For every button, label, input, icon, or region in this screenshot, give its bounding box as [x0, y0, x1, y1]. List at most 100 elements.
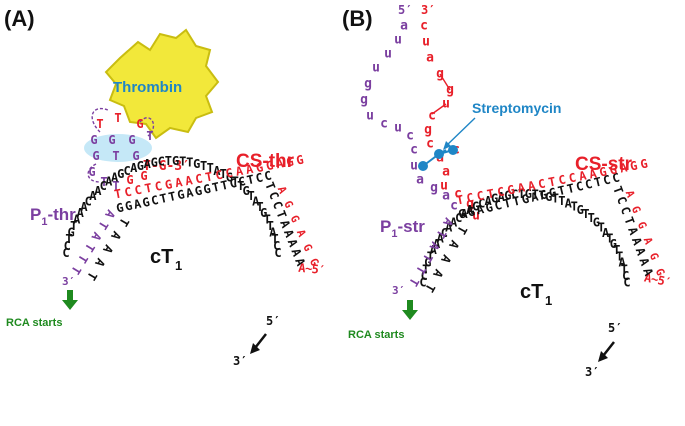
base-topB-12: T: [566, 181, 576, 196]
base-topA-3: ′: [318, 263, 327, 278]
base-topB-4: G: [647, 251, 662, 262]
base-topA-5: G: [164, 177, 174, 192]
base-circleB-37: G: [610, 237, 617, 251]
base-topA-18: G: [295, 152, 305, 167]
streptomycin-label: Streptomycin: [472, 100, 561, 116]
base-circleB-18: A: [498, 190, 506, 204]
base-circleA-18: A: [144, 157, 152, 171]
base-topB-6: A: [633, 246, 649, 258]
aptamer-b-purple-12: a: [416, 173, 424, 188]
base-topA-4: C: [150, 193, 160, 208]
base-circleA-35: A: [252, 194, 260, 208]
streptomycin-pointer-head: [443, 141, 451, 150]
base-circleA-40: A: [269, 225, 277, 239]
base-primerA-4: T: [84, 269, 100, 282]
primer-3prime-a: 3′: [62, 275, 75, 288]
base-topA-12: A: [234, 164, 244, 179]
base-circleB-10: A: [450, 216, 458, 230]
aptamer-b-purple-2: u: [384, 47, 392, 62]
circle-a-direction-arrowhead: [250, 343, 260, 354]
aptamer-base-5: G: [128, 133, 135, 147]
base-topA-1: C: [123, 185, 133, 200]
panel-a-tag: (A): [4, 6, 35, 31]
g-quartet-highlight: [84, 134, 152, 162]
panel-b: (B) 5′ 3′ auuuggucuccuagaccuaggucgcacauc…: [342, 3, 673, 379]
base-topB-2: G: [635, 220, 650, 231]
aptamer-b-red-1: u: [422, 35, 430, 50]
base-topB-8: C: [537, 176, 547, 191]
base-circleB-39: T: [616, 249, 623, 263]
base-topB-5: T: [502, 196, 512, 211]
base-primerB-3: A: [430, 267, 446, 281]
base-topB-0: A: [623, 189, 638, 200]
base-topA-15: G: [265, 158, 275, 173]
base-topA-4: G: [300, 242, 315, 254]
base-topA-5: T: [158, 191, 168, 206]
base-circleA-32: T: [237, 179, 244, 193]
aptamer-base-10: G: [88, 165, 95, 179]
base-circleA-17: G: [137, 159, 144, 173]
base-topA-0: T: [113, 186, 123, 201]
base-topB-10: C: [557, 172, 567, 187]
base-topB-0: G: [457, 206, 467, 221]
base-circleB-28: A: [565, 197, 573, 211]
aptamer-b-purple-1: u: [394, 33, 402, 48]
base-topB-11: C: [568, 170, 578, 185]
base-topB-17: G: [629, 158, 639, 173]
circle-b-direction-arrow: [602, 341, 615, 357]
base-topA-2: C: [133, 183, 143, 198]
circle-a-5prime: 5′: [266, 314, 280, 328]
base-circleA-6: A: [77, 206, 85, 220]
base-circleB-11: C: [455, 211, 462, 225]
aptamer-base-7: G: [92, 149, 99, 163]
aptamer-tail: T-G-3′: [143, 159, 190, 174]
aptamer-base-4: G: [108, 133, 115, 147]
base-topA-3: G: [141, 195, 151, 210]
base-circleB-35: A: [602, 226, 610, 240]
base-topB-0: T: [455, 192, 465, 207]
base-topA-5: G: [307, 256, 322, 268]
base-circleB-1: C: [421, 269, 428, 283]
base-circleB-24: T: [538, 188, 545, 202]
base-topA-14: C: [237, 174, 247, 189]
base-topA-1: C: [266, 190, 282, 202]
base-circleB-8: C: [441, 226, 448, 240]
base-topB-13: C: [575, 179, 585, 194]
aptamer-b-purple-4: g: [364, 77, 372, 92]
thrombin-protein-shape: [104, 28, 220, 140]
base-topB-3: T: [486, 186, 496, 201]
base-topB-3: ′: [663, 274, 673, 289]
streptomycin-molecule: [418, 145, 458, 171]
base-circleA-41: T: [271, 232, 278, 246]
aptamer-b-purple-5: g: [360, 93, 368, 108]
base-circleA-4: T: [70, 219, 77, 233]
base-primerA-0: T: [116, 215, 132, 228]
base-topB-6: T: [511, 194, 521, 209]
base-topA-17: C: [263, 168, 273, 183]
rca-starts-a: RCA starts: [6, 317, 62, 329]
base-topB-16: C: [602, 172, 612, 187]
streptomycin-pointer: [445, 117, 476, 147]
aptamer-base-14: G: [140, 169, 147, 183]
aptamer-b-red-12: u: [440, 179, 448, 194]
aptamer-loop-lines: [87, 107, 155, 183]
base-circleA-30: G: [226, 171, 233, 185]
base-circleB-30: G: [577, 203, 584, 217]
aptamer-b-purple-10: c: [410, 143, 418, 158]
base-topB-4: C: [493, 198, 503, 213]
base-topA-0: A: [275, 184, 290, 196]
aptamer-b-red-11: a: [442, 165, 450, 180]
aptamer-base-6: T: [146, 129, 153, 143]
aptamer-b-red-15: u: [472, 209, 480, 224]
base-topA-0: T: [262, 180, 278, 192]
base-topB-9: T: [547, 174, 557, 189]
base-primerA-0: A: [102, 207, 118, 221]
base-circleB-9: A: [445, 221, 453, 235]
aptamer-base-12: T: [112, 179, 119, 193]
base-topA-0: G: [115, 200, 125, 215]
base-circleB-38: T: [613, 243, 620, 257]
